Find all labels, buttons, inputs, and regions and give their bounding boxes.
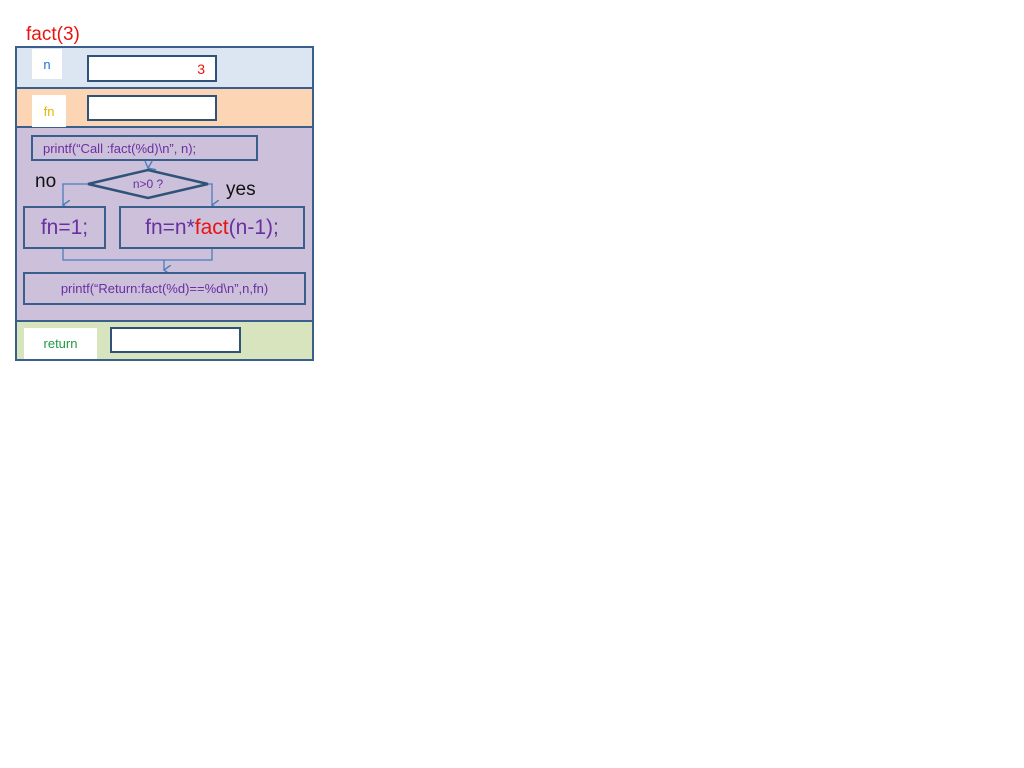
fn-recursive-statement: fn=n*fact(n-1); xyxy=(119,206,305,249)
fn-recur-call: fact xyxy=(194,215,229,239)
flow-arrows xyxy=(0,0,320,320)
fn-recur-prefix: fn=n* xyxy=(145,215,195,239)
n-variable-label: n xyxy=(32,49,62,79)
fn-recur-suffix: (n-1); xyxy=(228,215,279,239)
merge-line xyxy=(62,249,213,261)
return-value-box xyxy=(110,327,241,353)
printf-return-text: printf(“Return:fact(%d)==%d\n”,n,fn) xyxy=(60,281,269,296)
printf-call-text: printf(“Call :fact(%d)\n”, n); xyxy=(43,140,197,156)
decision-condition: n>0 ? xyxy=(132,177,164,191)
arrow-yes-branch xyxy=(208,183,212,205)
frame-title: fact(3) xyxy=(26,24,80,45)
printf-return-statement: printf(“Return:fact(%d)==%d\n”,n,fn) xyxy=(23,272,306,305)
arrow-call-to-decision xyxy=(144,161,148,168)
fn-value-box xyxy=(87,95,217,121)
branch-no-label: no xyxy=(35,171,57,192)
fn-assign-one-statement: fn=1; xyxy=(23,206,106,249)
fn-assign-one-text: fn=1; xyxy=(40,215,89,239)
fn-variable-label: fn xyxy=(32,95,66,127)
return-label: return xyxy=(24,328,97,359)
arrow-no-branch xyxy=(63,183,88,205)
n-value-box: 3 xyxy=(87,55,217,82)
printf-call-statement: printf(“Call :fact(%d)\n”, n); xyxy=(31,135,258,161)
branch-yes-label: yes xyxy=(226,179,256,200)
